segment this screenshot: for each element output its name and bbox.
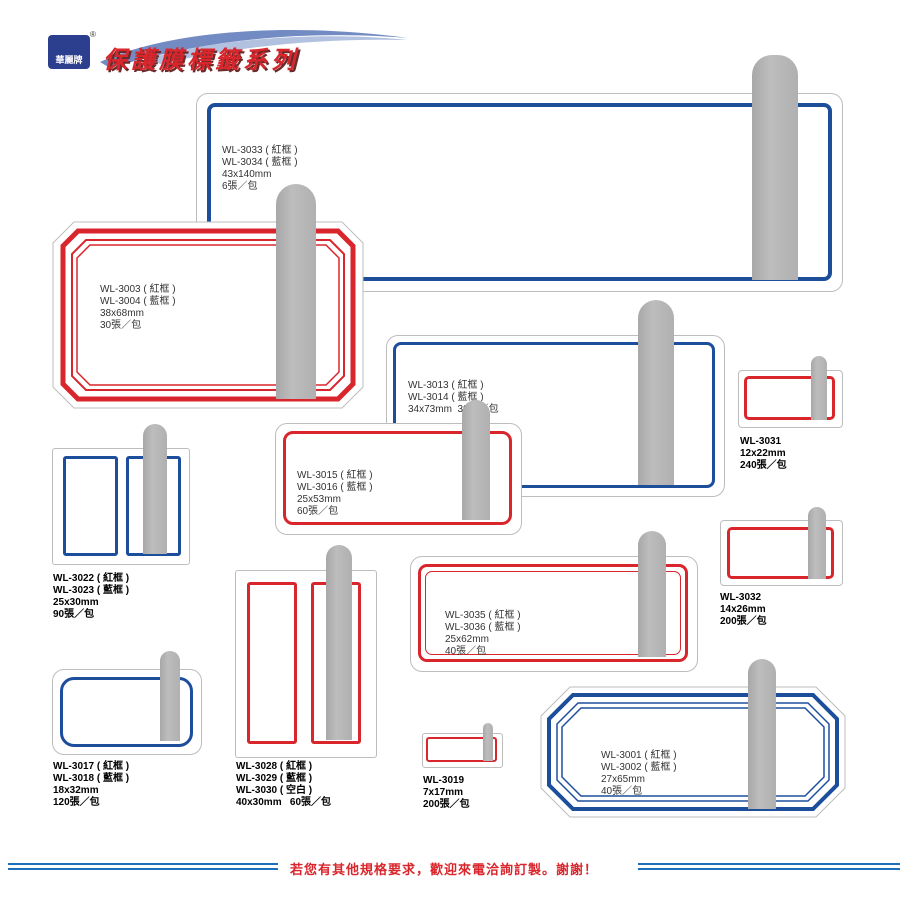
protective-film-tab-wl3031 bbox=[811, 356, 827, 420]
protective-film-tab-wl3003 bbox=[276, 184, 316, 399]
page-title: 保護膜標籤系列 bbox=[103, 46, 299, 74]
registered-mark: ® bbox=[90, 30, 96, 39]
brand-logo: 華麗牌 bbox=[48, 35, 90, 69]
protective-film-tab-wl3028 bbox=[326, 545, 352, 740]
protective-film-tab-wl3001 bbox=[748, 659, 776, 809]
label-frame-wl3022-left bbox=[63, 456, 118, 556]
label-frame-wl3001 bbox=[540, 686, 846, 818]
protective-film-tab-wl3022 bbox=[143, 424, 167, 554]
label-card-wl3028 bbox=[235, 570, 377, 758]
label-frame-wl3028-left bbox=[247, 582, 297, 744]
label-frame-wl3019 bbox=[426, 737, 497, 762]
footer-lines-left bbox=[8, 863, 278, 873]
protective-film-tab-wl3033 bbox=[752, 55, 798, 280]
title-swoosh-decoration bbox=[100, 30, 408, 68]
protective-film-tab-wl3032 bbox=[808, 507, 826, 579]
label-frame-wl3032 bbox=[727, 527, 834, 579]
label-frame-wl3013 bbox=[393, 342, 715, 488]
label-frame-wl3003 bbox=[52, 221, 364, 409]
footer-note-bar: 若您有其他規格要求，歡迎來電洽詢訂製。謝謝！ bbox=[0, 855, 905, 885]
label-frame-wl3035-inner bbox=[425, 571, 681, 655]
label-frame-wl3031 bbox=[744, 376, 835, 420]
protective-film-tab-wl3035 bbox=[638, 531, 666, 657]
protective-film-tab-wl3015 bbox=[462, 400, 490, 520]
label-frame-wl3035-outer bbox=[418, 564, 688, 662]
footer-note: 若您有其他規格要求，歡迎來電洽詢訂製。謝謝！ bbox=[290, 863, 599, 878]
protective-film-tab-wl3019 bbox=[483, 723, 493, 761]
label-frame-wl3017 bbox=[60, 677, 193, 747]
label-card-wl3022 bbox=[52, 448, 190, 565]
label-frame-wl3033 bbox=[207, 103, 832, 281]
label-text-wl3028: WL-3028 ( 紅框 )WL-3029 ( 藍框 )WL-3030 ( 空白… bbox=[236, 761, 332, 808]
label-frame-wl3015 bbox=[283, 431, 512, 525]
brand-logo-text: 華麗牌 bbox=[55, 55, 83, 65]
protective-film-tab-wl3013 bbox=[638, 300, 674, 485]
footer-lines-right bbox=[638, 863, 900, 873]
protective-film-tab-wl3017 bbox=[160, 651, 180, 741]
